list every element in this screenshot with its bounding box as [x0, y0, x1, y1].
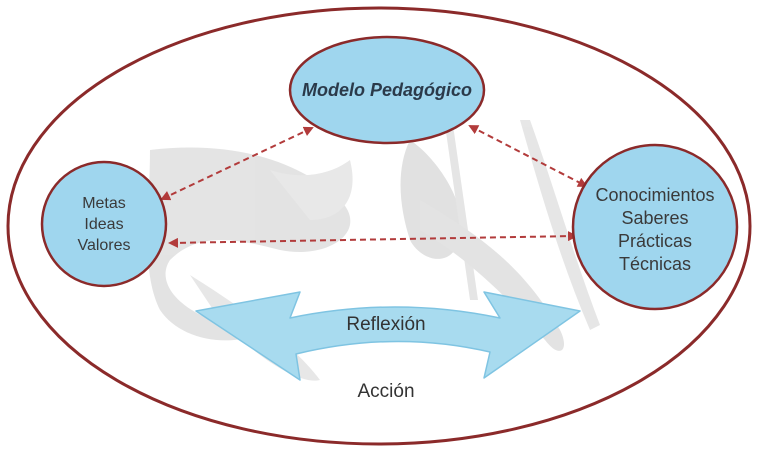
right-node-line-2: Saberes [621, 208, 688, 228]
connector-center-left [160, 126, 314, 201]
right-node: Conocimientos Saberes Prácticas Técnicas [571, 143, 739, 311]
action-label: Acción [357, 381, 414, 402]
right-node-line-4: Técnicas [619, 254, 691, 274]
reflection-action-arrow [195, 291, 581, 381]
left-node: Metas Ideas Valores [40, 160, 168, 288]
left-node-line-3: Valores [77, 237, 130, 254]
reflection-label: Reflexión [346, 314, 425, 335]
connector-center-right [468, 125, 588, 187]
right-node-line-1: Conocimientos [595, 185, 714, 205]
connector-left-right [168, 231, 578, 248]
outer-ellipse [6, 6, 752, 446]
right-node-line-3: Prácticas [618, 231, 692, 251]
left-node-line-1: Metas [82, 195, 126, 212]
center-node-label: Modelo Pedagógico [302, 80, 472, 100]
center-node: Modelo Pedagógico [288, 35, 486, 145]
left-node-line-2: Ideas [84, 216, 123, 233]
